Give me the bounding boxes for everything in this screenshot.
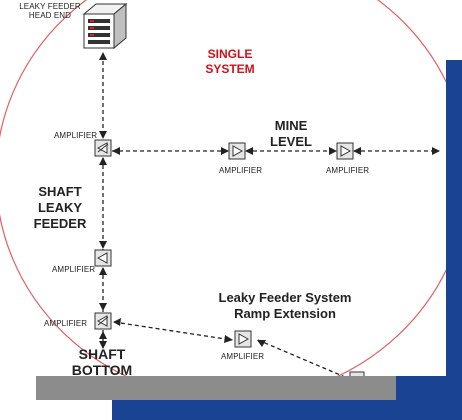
- amplifier-icon-ramp: [234, 330, 252, 348]
- head-end-server-icon: [82, 2, 128, 50]
- arrow-up-amp3: [99, 331, 107, 339]
- single-system-title-line2: SYSTEM: [205, 62, 255, 76]
- arrow-right-end: [432, 147, 440, 155]
- head-end-label: LEAKY FEEDER HEAD END: [10, 2, 90, 20]
- ramp-extension-label: Leaky Feeder System Ramp Extension: [190, 290, 380, 322]
- arrow-right-amp-b: [329, 147, 337, 155]
- amplifier-icon-shaft-top: [94, 139, 112, 157]
- arrow-left-from-amp-a: [245, 147, 253, 155]
- leaky-feeder-diagram: LEAKY FEEDER HEAD END SINGLE SYSTEM MINE…: [0, 0, 446, 376]
- ramp-line-1: [113, 321, 233, 341]
- arrow-up-head-end: [99, 52, 107, 60]
- mine-level-label-line1: MINE: [274, 118, 308, 133]
- shaft-bottom-label: SHAFT BOTTOM: [60, 346, 144, 376]
- shaft-leaky-feeder-line1: SHAFT: [38, 184, 82, 199]
- arrow-right-amp-a: [221, 147, 229, 155]
- background-gray-bar: [36, 376, 396, 400]
- arrow-left-from-ramp-amp: [257, 340, 266, 347]
- ramp-extension-line2: Ramp Extension: [234, 306, 336, 321]
- amplifier-label-shaft-low: AMPLIFIER: [44, 319, 88, 328]
- shaft-bottom-line2: BOTTOM: [71, 362, 133, 376]
- mine-level-label: MINE LEVEL: [256, 118, 326, 150]
- arrow-up-amp2: [99, 267, 107, 275]
- shaft-leaky-feeder-line3: FEEDER: [33, 216, 87, 231]
- arrow-up-amp1: [99, 157, 107, 165]
- shaft-leaky-feeder-line2: LEAKY: [37, 200, 83, 215]
- amplifier-label-ramp: AMPLIFIER: [221, 352, 265, 361]
- mine-level-label-line2: LEVEL: [270, 134, 312, 149]
- arrow-left-shaft-amp: [112, 147, 120, 155]
- amplifier-label-level-b: AMPLIFIER: [326, 166, 370, 175]
- arrow-left-ramp-start: [113, 318, 121, 326]
- shaft-leaky-feeder-label: SHAFT LEAKY FEEDER: [20, 184, 100, 232]
- arrow-left-from-amp-b: [353, 147, 361, 155]
- amplifier-label-shaft-top: AMPLIFIER: [54, 131, 98, 140]
- amplifier-icon-level-b: [336, 142, 354, 160]
- head-end-label-line2: HEAD END: [28, 11, 72, 20]
- head-end-label-line1: LEAKY FEEDER: [19, 2, 81, 11]
- amplifier-icon-level-a: [228, 142, 246, 160]
- amplifier-label-level-a: AMPLIFIER: [219, 166, 263, 175]
- single-system-title-line1: SINGLE: [207, 47, 253, 61]
- connection-lines: [0, 0, 446, 376]
- arrow-down-amp2: [99, 241, 107, 249]
- shaft-bottom-line1: SHAFT: [78, 346, 126, 362]
- ramp-line-2: [257, 339, 345, 376]
- arrow-right-ramp-amp: [224, 335, 233, 343]
- amplifier-label-shaft-mid: AMPLIFIER: [52, 265, 96, 274]
- arrow-down-amp1: [99, 131, 107, 139]
- ramp-extension-line1: Leaky Feeder System: [218, 290, 352, 305]
- amplifier-icon-shaft-mid: [94, 249, 112, 267]
- amplifier-icon-shaft-low: [94, 312, 112, 330]
- arrow-down-amp3: [99, 303, 107, 311]
- single-system-title: SINGLE SYSTEM: [190, 47, 270, 77]
- arrow-down-bottom: [99, 341, 107, 349]
- amplifier-icon-partial: [349, 371, 365, 376]
